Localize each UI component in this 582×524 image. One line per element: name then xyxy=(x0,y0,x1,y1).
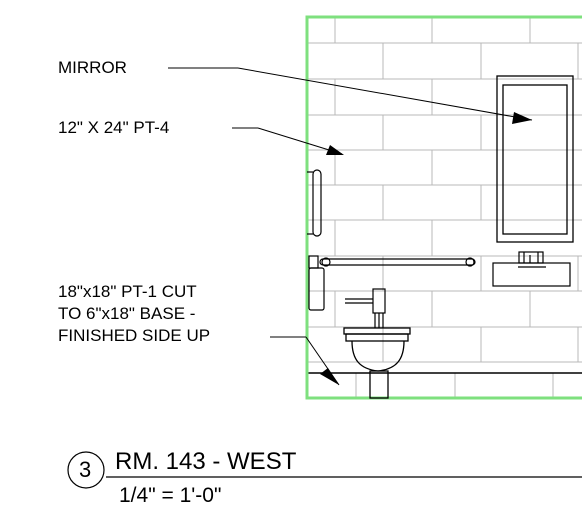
flush-valve xyxy=(345,288,386,328)
note-mirror: MIRROR xyxy=(58,58,127,77)
lavatory xyxy=(492,251,571,287)
detail-number: 3 xyxy=(79,457,92,482)
note-base-line1: 18"x18" PT-1 CUT xyxy=(58,282,197,301)
mirror xyxy=(496,75,574,243)
note-base-line3: FINISHED SIDE UP xyxy=(58,326,211,345)
horizontal-grab-bar xyxy=(319,257,476,267)
drawing-title: RM. 143 - WEST xyxy=(115,448,297,475)
wall-outline xyxy=(305,15,582,400)
water-closet xyxy=(343,327,411,399)
paper-dispenser xyxy=(308,255,325,311)
vertical-grab-bar xyxy=(307,169,322,237)
detail-number-circle xyxy=(67,451,105,489)
tile-grid xyxy=(307,17,582,398)
leader-arrowheads xyxy=(320,112,532,385)
leader-lines xyxy=(168,67,533,386)
note-base-line2: TO 6"x18" BASE - xyxy=(58,304,196,323)
drawing-scale: 1/4" = 1'-0" xyxy=(119,484,222,507)
note-tile: 12" X 24" PT-4 xyxy=(58,118,170,137)
